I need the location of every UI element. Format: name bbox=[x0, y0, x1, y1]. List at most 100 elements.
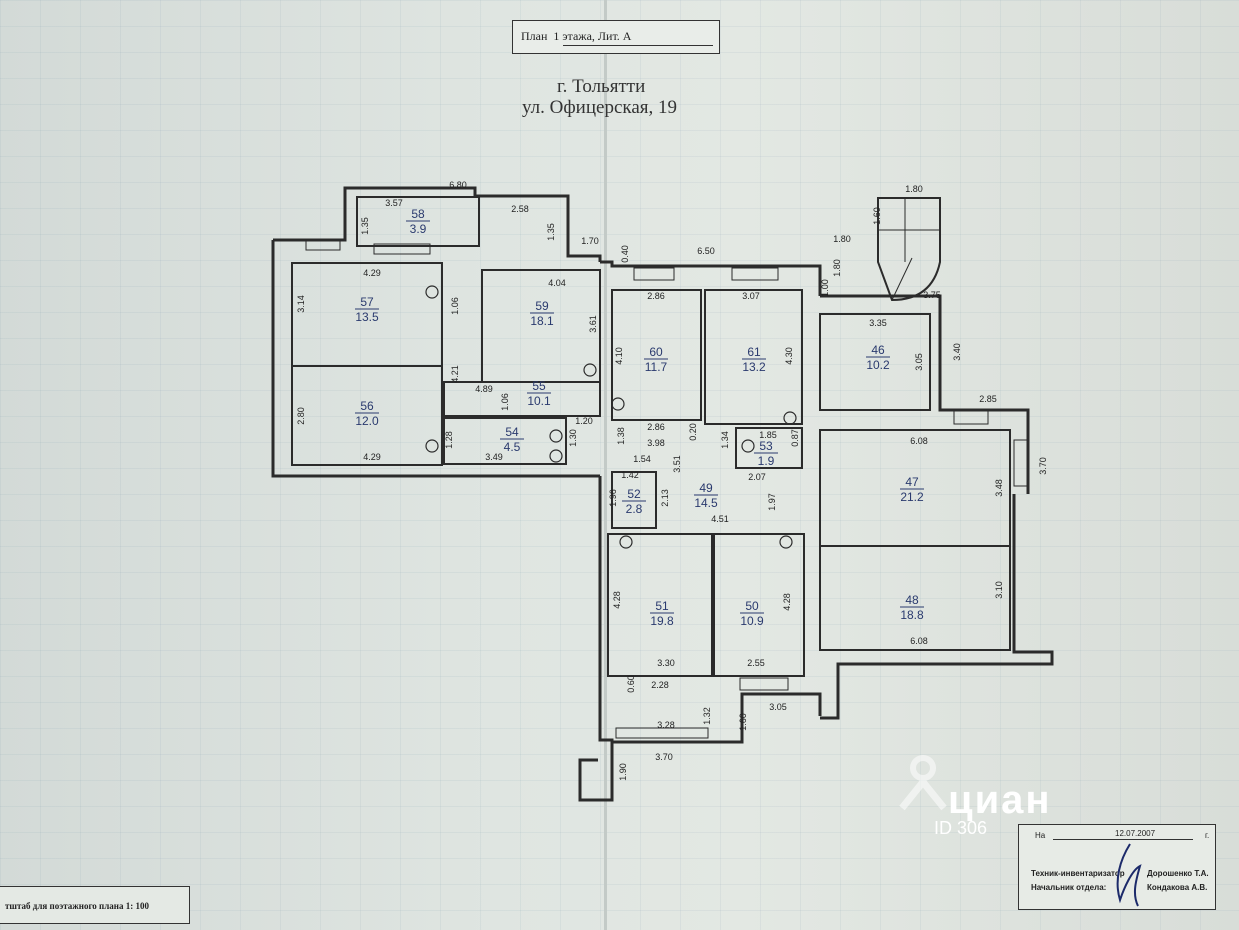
city-heading: г. Тольятти bbox=[557, 76, 646, 97]
signature-block: На 12.07.2007 г. Техник-инвентаризатор Д… bbox=[1018, 824, 1216, 910]
dimension-label: 3.57 bbox=[385, 198, 403, 208]
sink-icon bbox=[425, 439, 439, 453]
sink-icon bbox=[619, 535, 633, 549]
dimension-label: 3.05 bbox=[914, 353, 924, 371]
date-underline bbox=[1053, 839, 1193, 840]
dimension-label: 1.80 bbox=[905, 184, 923, 194]
wall-room-53 bbox=[735, 427, 803, 469]
dimension-label: 4.21 bbox=[450, 365, 460, 383]
room-area: 1.9 bbox=[758, 454, 775, 468]
dimension-label: 3.30 bbox=[657, 658, 675, 668]
room-area: 13.2 bbox=[742, 360, 766, 374]
dimension-label: 4.30 bbox=[784, 347, 794, 365]
room-area: 13.5 bbox=[355, 310, 379, 324]
room-number: 59 bbox=[535, 299, 549, 313]
room-area: 3.9 bbox=[410, 222, 427, 236]
wall-center-southwest bbox=[578, 476, 614, 802]
room-area: 10.2 bbox=[866, 358, 890, 372]
sink-icon bbox=[779, 535, 793, 549]
dimension-label: 1.32 bbox=[702, 707, 712, 725]
wall-room-48 bbox=[819, 545, 1011, 651]
room-number: 53 bbox=[759, 439, 773, 453]
wall-room-51 bbox=[607, 533, 713, 677]
plan-labels: 583.95713.55918.15612.05510.1544.56011.7… bbox=[296, 180, 1048, 781]
dimension-label: 4.04 bbox=[548, 278, 566, 288]
dimension-label: 3.14 bbox=[296, 295, 306, 313]
dimension-label: 2.13 bbox=[660, 489, 670, 507]
dimension-label: 2.58 bbox=[511, 204, 529, 214]
window bbox=[305, 239, 341, 251]
room-number: 58 bbox=[411, 207, 425, 221]
handwritten-signature bbox=[1116, 843, 1142, 907]
room-number: 55 bbox=[532, 379, 546, 393]
room-number: 48 bbox=[905, 593, 919, 607]
wall-room-46 bbox=[819, 313, 931, 411]
window bbox=[373, 243, 431, 255]
dimension-label: 1.00 bbox=[820, 279, 830, 297]
dimension-label: 1.34 bbox=[720, 431, 730, 449]
dimension-label: 3.35 bbox=[869, 318, 887, 328]
dimension-label: 3.07 bbox=[742, 291, 760, 301]
room-number: 51 bbox=[655, 599, 669, 613]
room-area: 10.1 bbox=[527, 394, 551, 408]
room-area: 12.0 bbox=[355, 414, 379, 428]
dimension-label: 1.85 bbox=[759, 430, 777, 440]
dimension-label: 1.96 bbox=[608, 489, 618, 507]
wall-room-55 bbox=[443, 381, 601, 417]
window bbox=[615, 727, 709, 739]
plan-title-label: План bbox=[521, 29, 548, 43]
room-area: 11.7 bbox=[645, 360, 668, 374]
sink-icon bbox=[783, 411, 797, 425]
dimension-label: 3.10 bbox=[994, 581, 1004, 599]
dimension-label: 2.80 bbox=[296, 407, 306, 425]
dimension-label: 4.28 bbox=[612, 591, 622, 609]
dimension-label: 4.29 bbox=[363, 452, 381, 462]
dimension-label: 2.86 bbox=[647, 422, 665, 432]
dimension-label: 6.08 bbox=[910, 436, 928, 446]
dimension-label: 1.35 bbox=[360, 217, 370, 235]
date-prefix: На bbox=[1035, 831, 1046, 840]
dimension-label: 1.28 bbox=[444, 431, 454, 449]
dimension-label: 3.05 bbox=[769, 702, 787, 712]
dimension-label: 1.80 bbox=[832, 259, 842, 277]
wall-center-south bbox=[612, 692, 822, 744]
dimension-label: 1.35 bbox=[546, 223, 556, 241]
wall-west-outer bbox=[271, 240, 600, 478]
room-area: 21.2 bbox=[900, 490, 924, 504]
dimension-label: 1.90 bbox=[618, 763, 628, 781]
room-number: 56 bbox=[360, 399, 374, 413]
window bbox=[953, 409, 989, 425]
wall-room-60 bbox=[611, 289, 702, 421]
room-number: 50 bbox=[745, 599, 759, 613]
toilet-icon bbox=[741, 439, 755, 453]
sink-icon bbox=[611, 397, 625, 411]
dimension-label: 0.40 bbox=[620, 245, 630, 263]
dimension-label: 1.42 bbox=[621, 470, 639, 480]
scale-stamp: тштаб для поэтажного плана 1: 100 bbox=[0, 886, 190, 924]
dimension-label: 3.51 bbox=[672, 455, 682, 473]
staircase-steps bbox=[878, 198, 940, 301]
room-number: 52 bbox=[627, 487, 641, 501]
dimension-label: 3.28 bbox=[657, 720, 675, 730]
dimension-label: 6.80 bbox=[449, 180, 467, 190]
window bbox=[739, 677, 789, 691]
technician-name: Дорошенко Т.А. bbox=[1147, 869, 1209, 878]
staircase bbox=[877, 197, 941, 302]
room-area: 19.8 bbox=[650, 614, 674, 628]
wall-east-north bbox=[820, 294, 1030, 494]
room-number: 61 bbox=[747, 345, 761, 359]
dimension-label: 3.75 bbox=[923, 290, 941, 300]
room-number: 57 bbox=[360, 295, 374, 309]
dimension-label: 1.54 bbox=[633, 454, 651, 464]
dimension-label: 3.40 bbox=[952, 343, 962, 361]
plan-title-stamp: План 1 этажа, Лит. А bbox=[512, 20, 720, 54]
dimension-label: 1.06 bbox=[450, 297, 460, 315]
dimension-label: 1.06 bbox=[500, 393, 510, 411]
wall-room-54 bbox=[443, 417, 567, 465]
wall-room-50 bbox=[713, 533, 805, 677]
dimension-label: 3.70 bbox=[1038, 457, 1048, 475]
dimension-label: 4.29 bbox=[363, 268, 381, 278]
